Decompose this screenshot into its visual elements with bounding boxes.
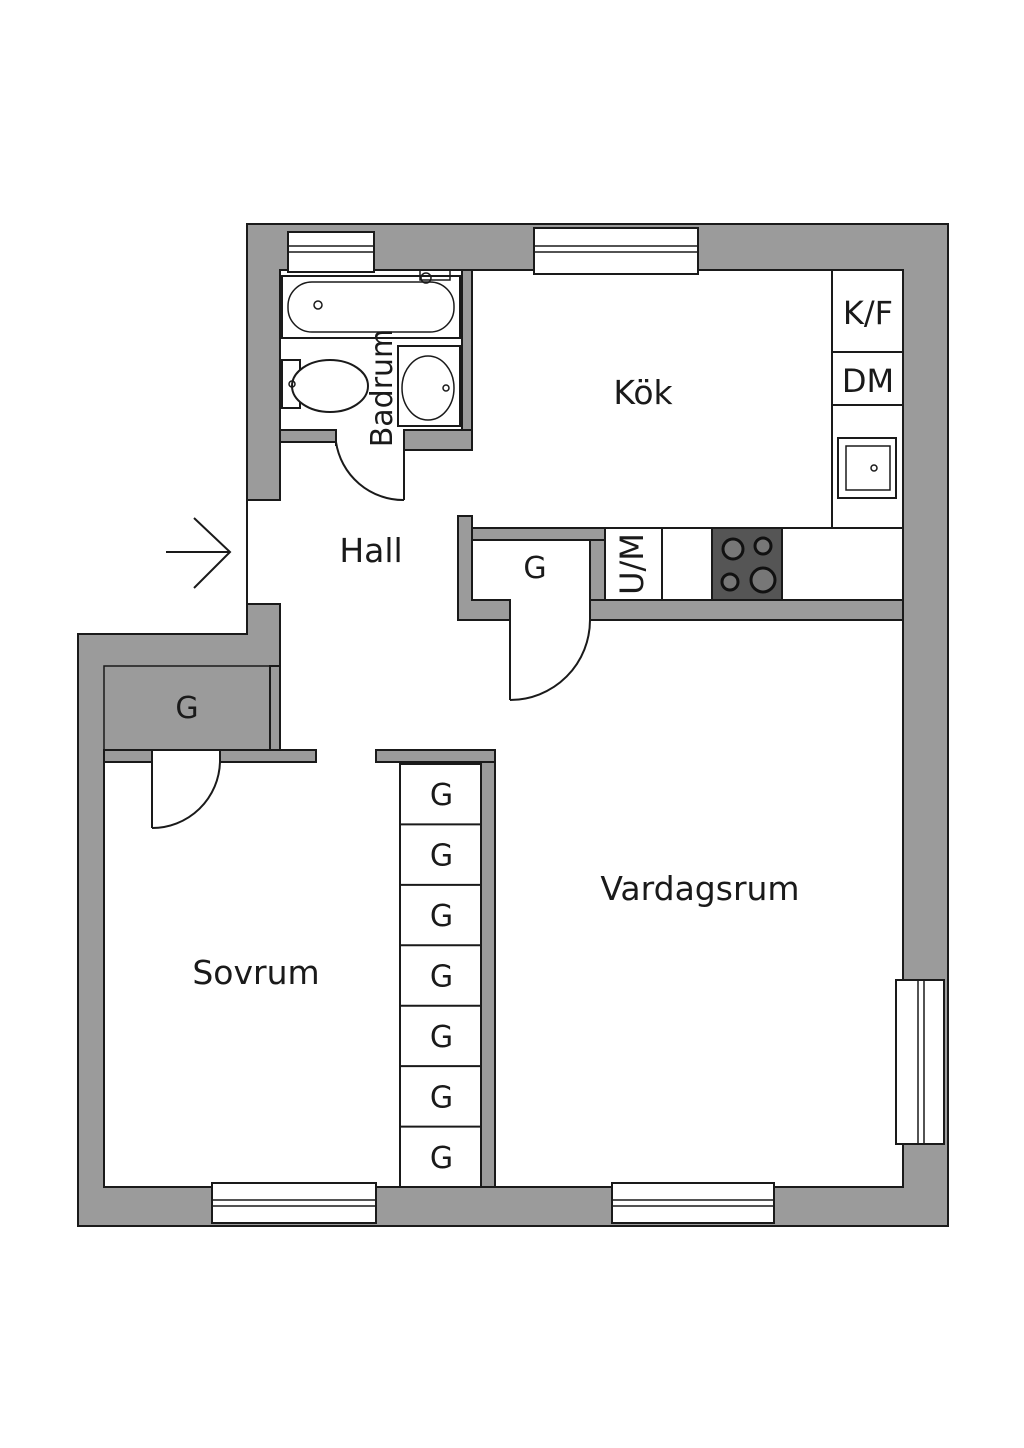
kitchen-sink-icon: [837, 437, 897, 499]
door-bedroom-closet: [103, 665, 271, 751]
wall-hall-closet: [457, 515, 511, 621]
room-label-kitchen: Kök: [613, 373, 673, 412]
wardrobe-label: G: [430, 899, 453, 934]
wardrobe-label: G: [430, 1080, 453, 1115]
appliance-label-dishwasher: DM: [842, 362, 894, 400]
wall-bedroom-top-left: [103, 749, 153, 763]
washbasin-icon: [397, 345, 461, 427]
exterior-wall: [77, 223, 949, 1227]
exterior-walls: [77, 223, 949, 1227]
room-label-hall: Hall: [339, 531, 402, 570]
wall-bedroom-living-top: [375, 749, 496, 763]
door-bedroom: [151, 761, 221, 829]
door-bathroom: [335, 441, 405, 502]
toilet-icon: [281, 359, 369, 413]
wall-bath-kitchen: [461, 269, 473, 451]
wall-bath-lower-left: [279, 429, 337, 443]
wall-bedroom-top-right: [219, 749, 317, 763]
doors: [103, 441, 591, 829]
door-hall-closet: [509, 619, 591, 701]
wall-bath-lower-right: [403, 429, 473, 451]
wall-bedroom-closet: [269, 665, 281, 751]
wardrobe-label: G: [430, 778, 453, 813]
wardrobe-label: G: [430, 839, 453, 874]
window-bedroom: [211, 1182, 377, 1224]
room-label-bedroom: Sovrum: [192, 953, 319, 992]
wardrobe-label-bedroom-closet: G: [175, 691, 198, 726]
wardrobe-column: [399, 763, 482, 1188]
wardrobe-label: G: [430, 1141, 453, 1176]
wall-hall-closet-top: [471, 527, 606, 541]
stove-icon: [711, 527, 783, 601]
window-bathroom: [287, 231, 375, 273]
room-label-living-room: Vardagsrum: [600, 869, 799, 908]
wall-bedroom-living: [480, 761, 496, 1188]
windows: [211, 227, 945, 1224]
wardrobe-label: G: [430, 960, 453, 995]
window-living-right: [895, 979, 945, 1145]
appliance-label-microwave-oven: U/M: [613, 533, 651, 595]
room-label-bathroom: Badrum: [365, 329, 400, 448]
window-kitchen: [533, 227, 699, 275]
wardrobe-label: G: [430, 1020, 453, 1055]
entrance-arrow-icon: [166, 517, 232, 589]
wall-kitchen-living: [589, 599, 904, 621]
labels: Kök Hall Badrum Sovrum Vardagsrum K/F DM…: [175, 294, 894, 992]
appliance-label-fridge-freezer: K/F: [843, 294, 893, 332]
window-living-bottom: [611, 1182, 775, 1224]
bathtub-icon: [281, 269, 461, 339]
wardrobe-label-hall: G: [523, 551, 546, 586]
interior-walls: [103, 269, 904, 1188]
